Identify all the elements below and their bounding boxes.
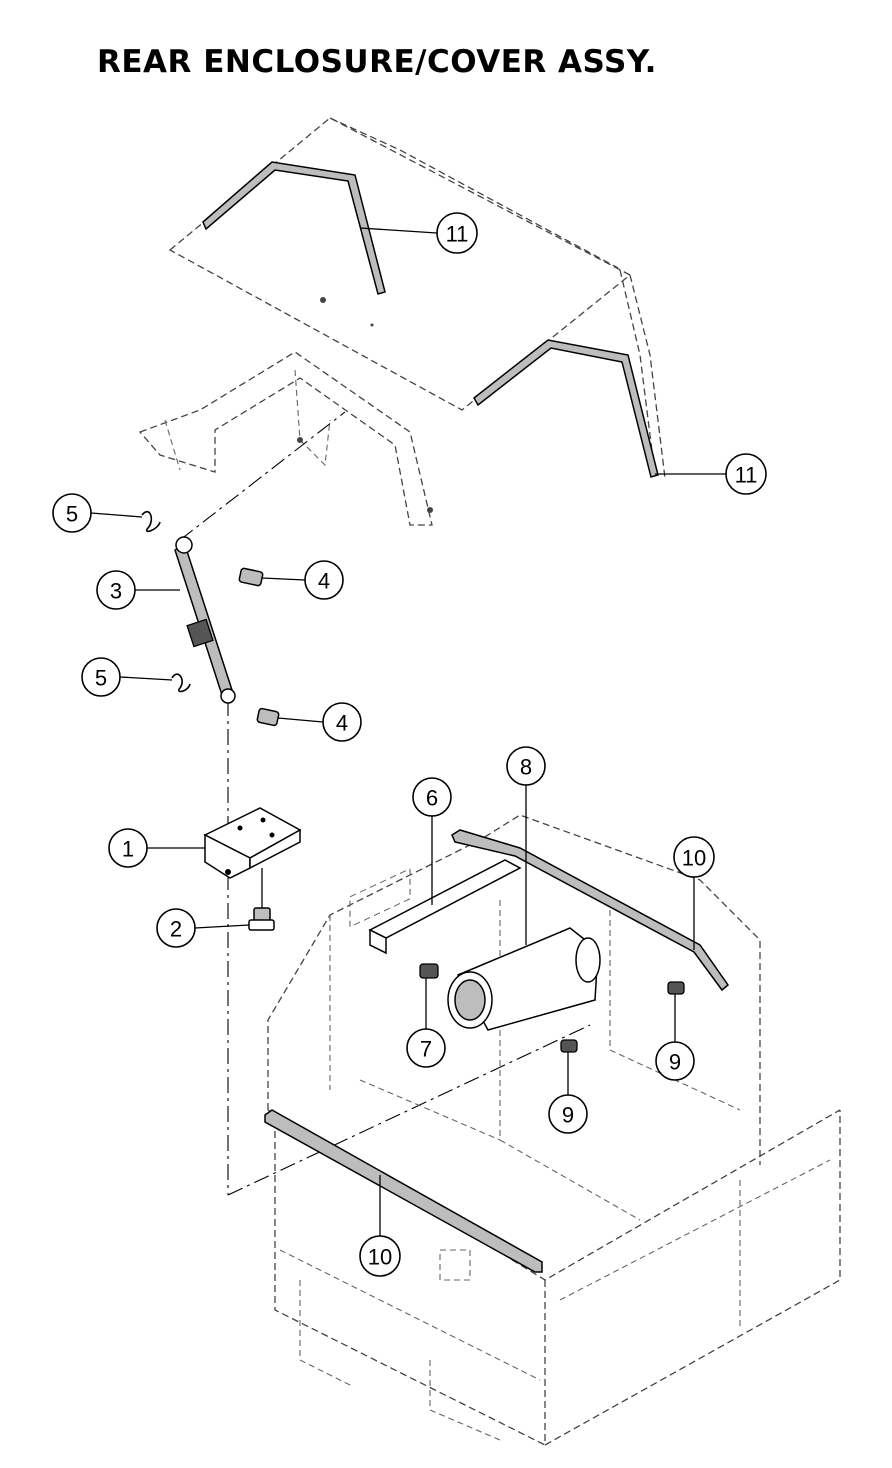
page-title: REAR ENCLOSURE/COVER ASSY. — [97, 44, 657, 80]
svg-text:3: 3 — [110, 579, 122, 604]
bolt-item-7 — [419, 963, 439, 979]
svg-text:5: 5 — [95, 666, 107, 691]
svg-text:5: 5 — [66, 502, 78, 527]
callout-10-lower: 10 — [359, 1235, 401, 1277]
mounting-bracket — [203, 807, 302, 879]
svg-text:9: 9 — [669, 1050, 681, 1075]
svg-text:8: 8 — [520, 755, 532, 780]
callout-6: 6 — [412, 777, 452, 817]
cover-trim-lower — [473, 339, 659, 478]
callout-5-lower: 5 — [81, 657, 121, 697]
callout-11-upper: 11 — [436, 212, 478, 254]
frame-edge-trim-upper — [451, 829, 730, 992]
callout-11-lower: 11 — [725, 453, 767, 495]
leader-lines — [90, 227, 726, 1237]
svg-text:10: 10 — [368, 1245, 392, 1270]
rear-enclosure — [267, 814, 841, 1447]
callout-3: 3 — [96, 570, 136, 610]
muffler-mount-bar — [368, 859, 522, 955]
cover-trim-upper — [202, 161, 386, 295]
hair-clip-lower — [171, 673, 191, 693]
callout-2: 2 — [156, 908, 196, 948]
top-cover — [168, 117, 666, 479]
svg-text:4: 4 — [318, 569, 330, 594]
svg-text:7: 7 — [420, 1037, 432, 1062]
callout-9-right: 9 — [655, 1041, 695, 1081]
callout-5-upper: 5 — [52, 493, 92, 533]
svg-text:1: 1 — [122, 837, 134, 862]
callout-7: 7 — [406, 1028, 446, 1068]
frame-edge-trim-lower — [264, 1109, 543, 1273]
gas-spring — [174, 536, 236, 704]
pin-lower — [256, 707, 280, 727]
bolt-item-9-right — [667, 981, 685, 995]
muffler — [447, 927, 601, 1031]
callout-10-upper: 10 — [673, 836, 715, 878]
callout-1: 1 — [108, 828, 148, 868]
pin-upper — [238, 567, 264, 587]
svg-text:10: 10 — [682, 846, 706, 871]
svg-text:9: 9 — [562, 1103, 574, 1128]
callout-4-upper: 4 — [304, 560, 344, 600]
bolt-item-9-lower — [560, 1039, 578, 1053]
flange-bolt — [248, 868, 275, 931]
callout-4-lower: 4 — [322, 702, 362, 742]
svg-text:2: 2 — [170, 917, 182, 942]
hinge-frame — [138, 351, 433, 526]
svg-text:11: 11 — [735, 463, 758, 488]
svg-text:4: 4 — [336, 711, 348, 736]
callout-9-lower: 9 — [548, 1094, 588, 1134]
svg-text:11: 11 — [446, 222, 469, 247]
callout-8: 8 — [506, 746, 546, 786]
svg-text:6: 6 — [426, 786, 438, 811]
hair-clip-upper — [141, 510, 161, 533]
